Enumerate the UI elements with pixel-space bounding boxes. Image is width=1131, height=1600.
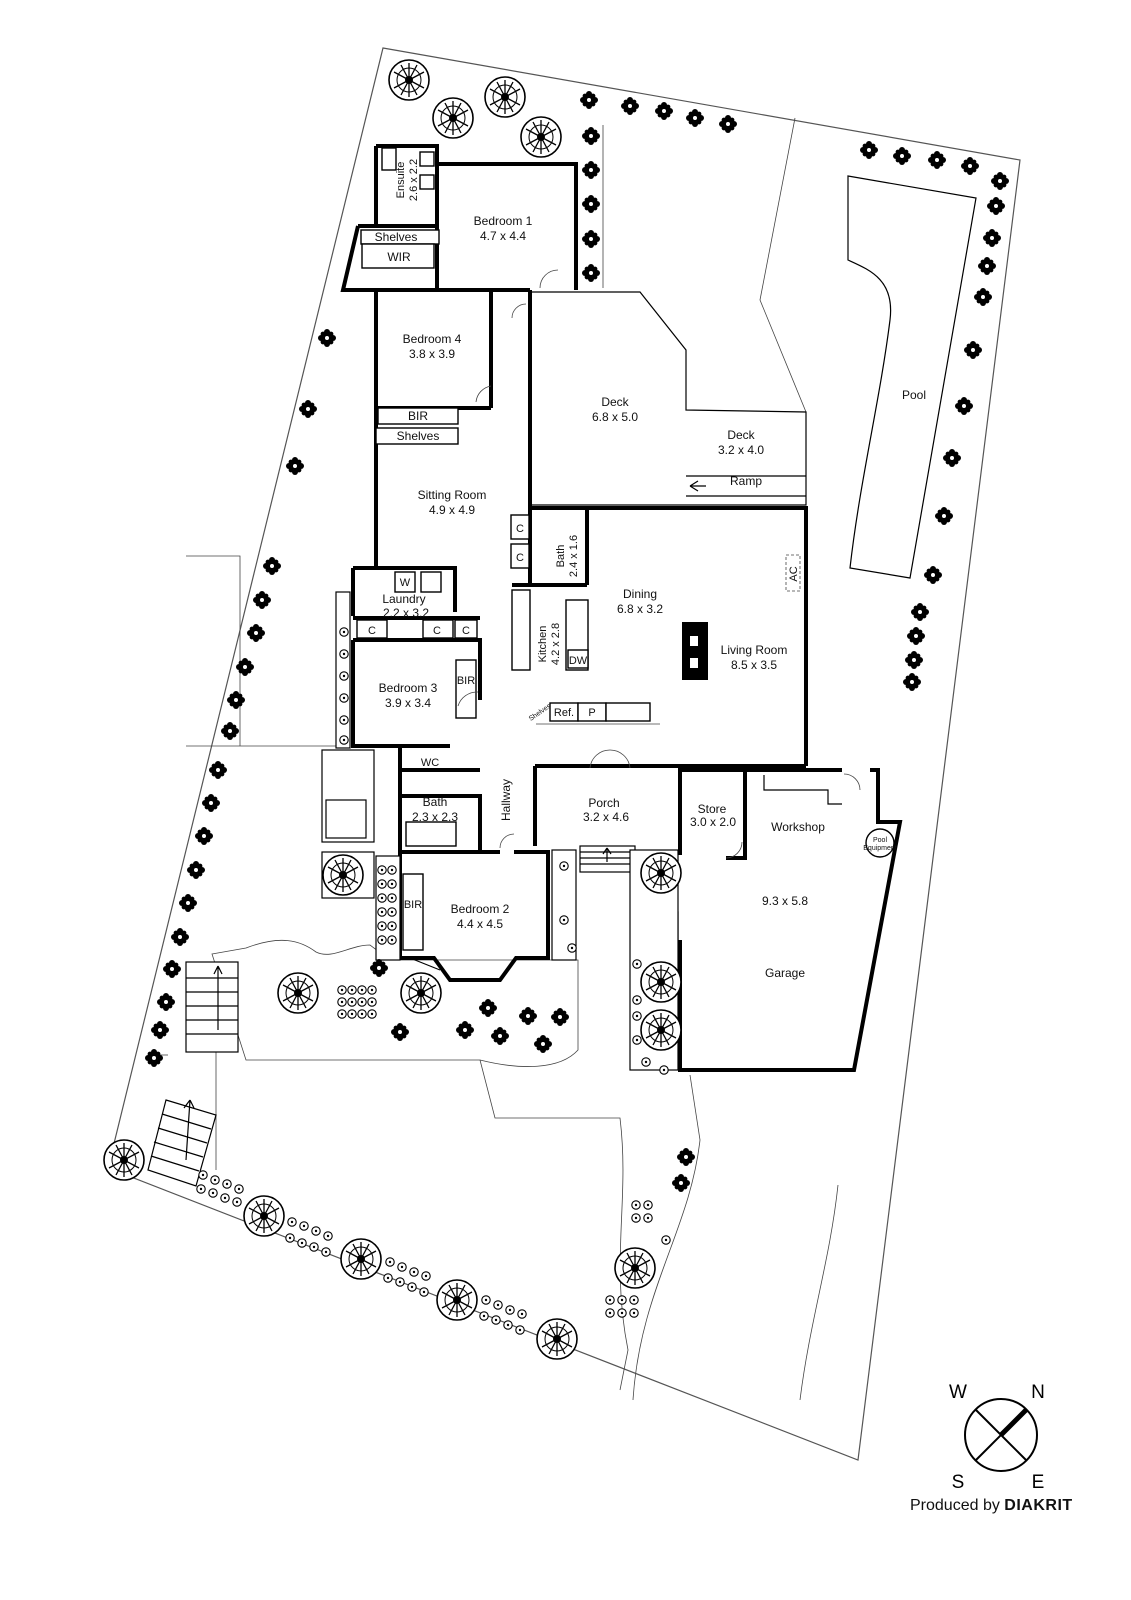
pantry-label: P [588,707,595,719]
bir2-label: BIR [404,899,422,911]
ensuite-size: 2.6 x 2.2 [408,159,420,201]
store-size: 3.0 x 2.0 [690,815,736,829]
deck2-size: 3.2 x 4.0 [718,443,764,457]
credit-brand: DIAKRIT [1004,1497,1073,1514]
wc-label: WC [421,757,439,769]
shelves1-label: Shelves [375,230,418,244]
garage-size: 9.3 x 5.8 [762,894,808,908]
house-walls [340,144,903,1072]
bir3-label: BIR [457,675,475,687]
cupboard-label: C [368,625,376,637]
ref-label: Ref. [554,707,574,719]
deck-area [529,291,807,506]
sitting-room-size: 4.9 x 4.9 [429,503,475,517]
bedroom2-size: 4.4 x 4.5 [457,917,503,931]
credit: Produced by DIAKRIT [910,1497,1073,1515]
north-arrow-icon [999,1408,1028,1437]
bath-small-label: Bath [555,545,567,568]
dining-label: Dining [623,587,657,601]
compass-s: S [952,1472,965,1490]
living-room-label: Living Room [721,643,788,657]
bedroom1-size: 4.7 x 4.4 [480,229,526,243]
bath-small-size: 2.4 x 1.6 [568,535,580,577]
compass: W N S E [949,1382,1045,1490]
sitting-room-label: Sitting Room [418,488,487,502]
garden-stairs [147,961,239,1187]
kitchen-size: 4.2 x 2.8 [550,623,562,665]
ac-label: AC [788,566,800,581]
bedroom1-label: Bedroom 1 [474,214,533,228]
compass-w: W [949,1382,967,1403]
store-label: Store [698,802,727,816]
deck2-label: Deck [727,428,755,442]
bedroom4-size: 3.8 x 3.9 [409,347,455,361]
kitchen-label: Kitchen [537,626,549,663]
pool-shape [847,175,977,579]
cupboard-label: C [462,625,470,637]
compass-n: N [1031,1382,1045,1403]
laundry-size: 2.2 x 3.2 [383,606,429,620]
garage-label: Garage [765,966,805,980]
pool-label: Pool [902,388,926,402]
credit-prefix: Produced by [910,1497,1000,1514]
ensuite-label: Ensuite [395,162,407,199]
bir4-label: BIR [408,409,428,423]
cupboard-label: C [516,552,524,564]
bedroom4-label: Bedroom 4 [403,332,462,346]
bedroom3-size: 3.9 x 3.4 [385,696,431,710]
site-boundary [107,47,1021,1461]
dw-label: DW [569,655,588,667]
deck1-label: Deck [601,395,629,409]
room-labels: Ensuite 2.6 x 2.2 Bedroom 1 4.7 x 4.4 Sh… [368,159,897,980]
living-room-size: 8.5 x 3.5 [731,658,777,672]
pool-equipment-label: Equipment [863,845,897,852]
fixtures [356,147,895,971]
deck1-size: 6.8 x 5.0 [592,410,638,424]
hallway-label: Hallway [499,779,513,821]
shelves2-label: Shelves [397,429,440,443]
bedroom3-label: Bedroom 3 [379,681,438,695]
wir-label: WIR [387,250,411,264]
dining-size: 6.8 x 3.2 [617,602,663,616]
pool-equipment-label: Pool [873,837,887,844]
laundry-w-label: W [400,577,411,589]
bath-label: Bath [423,795,448,809]
porch-size: 3.2 x 4.6 [583,810,629,824]
ramp-label: Ramp [730,474,762,488]
bath-size: 2.3 x 2.3 [412,810,458,824]
cupboard-label: C [516,523,524,535]
workshop-label: Workshop [771,820,825,834]
compass-e: E [1032,1472,1045,1490]
porch-label: Porch [588,796,619,810]
bedroom2-label: Bedroom 2 [451,902,510,916]
laundry-label: Laundry [382,592,425,606]
cupboard-label: C [433,625,441,637]
